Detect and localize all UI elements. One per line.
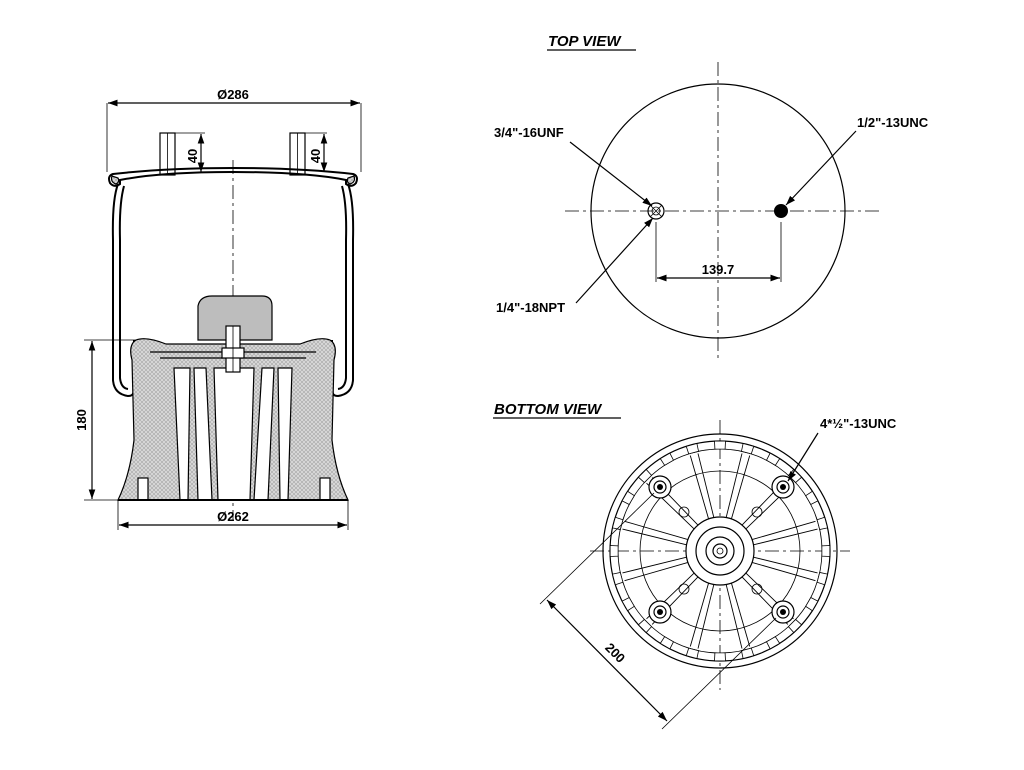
height-label: 180 (74, 409, 89, 431)
bolt-circle-label: 200 (602, 640, 628, 666)
outer-tooth (637, 618, 653, 634)
rib-line (689, 455, 710, 520)
bottom-diameter-label: Ø262 (217, 509, 249, 524)
outer-tooth (816, 571, 829, 586)
bolt-boss-ne (771, 475, 795, 499)
outer-tooth (621, 490, 635, 506)
bolt-boss-sw (648, 600, 672, 624)
rib-line (725, 584, 743, 649)
rib-line (730, 582, 751, 647)
top-studs: 40 40 (159, 132, 328, 176)
top-view: TOP VIEW 3/4"-16UNF 1/2"-13UNC 1/4"-18NP… (494, 33, 929, 360)
rib-line (725, 453, 743, 518)
outer-tooth (659, 452, 675, 466)
stud-right (774, 204, 788, 218)
stud-height-right-label: 40 (308, 149, 323, 163)
outer-tooth (805, 596, 819, 612)
rib-line (622, 556, 687, 574)
outer-tooth (714, 652, 726, 662)
rib-line (624, 520, 689, 541)
outer-tooth (621, 596, 635, 612)
rib-line (751, 520, 816, 541)
bolt-boss-se (771, 600, 795, 624)
outer-tooth (659, 636, 675, 650)
outer-tooth (609, 545, 619, 557)
outer-tooth (685, 442, 700, 455)
side-view: Ø286 40 40 (74, 87, 362, 530)
outer-tooth (714, 440, 726, 450)
bolt-boss-nw (648, 475, 672, 499)
rib-line (751, 561, 816, 582)
outer-tooth (765, 452, 781, 466)
outer-tooth (637, 468, 653, 484)
rib-line (689, 582, 710, 647)
outer-tooth (611, 516, 624, 531)
outer-tooth (685, 647, 700, 660)
outer-tooth (740, 647, 755, 660)
outer-tooth (805, 490, 819, 506)
outer-tooth (787, 618, 803, 634)
stud-spacing-dimension: 139.7 (655, 222, 782, 282)
top-bead-plate (108, 166, 358, 187)
top-diameter-dimension: Ø286 (106, 87, 362, 172)
outer-tooth (765, 636, 781, 650)
bottom-diameter-dimension: Ø262 (117, 500, 349, 530)
rib-line (697, 584, 715, 649)
outer-tooth (821, 545, 831, 557)
outer-tooth (740, 442, 755, 455)
stud-height-left-label: 40 (185, 149, 200, 163)
stud-spacing-label: 139.7 (702, 262, 735, 277)
outer-tooth (611, 571, 624, 586)
piston (117, 295, 349, 501)
bolt-note-label: 4*½"-13UNC (820, 416, 897, 431)
height-dimension: 180 (74, 339, 136, 501)
bottom-view-title: BOTTOM VIEW (494, 401, 603, 418)
air-fitting-left (647, 202, 665, 220)
ribs (622, 453, 818, 649)
port-label: 1/4"-18NPT (496, 300, 565, 315)
bottom-view: BOTTOM VIEW 4*½"-13UNC (493, 401, 897, 730)
rib-line (730, 455, 751, 520)
air-fitting-label: 3/4"-16UNF (494, 125, 564, 140)
rib-line (624, 561, 689, 582)
top-diameter-label: Ø286 (217, 87, 249, 102)
stud-thread-label: 1/2"-13UNC (857, 115, 929, 130)
rib-line (753, 556, 818, 574)
outer-tooth (816, 516, 829, 531)
top-view-title: TOP VIEW (548, 33, 622, 50)
rib-line (753, 528, 818, 546)
rib-line (622, 528, 687, 546)
rib-line (697, 453, 715, 518)
